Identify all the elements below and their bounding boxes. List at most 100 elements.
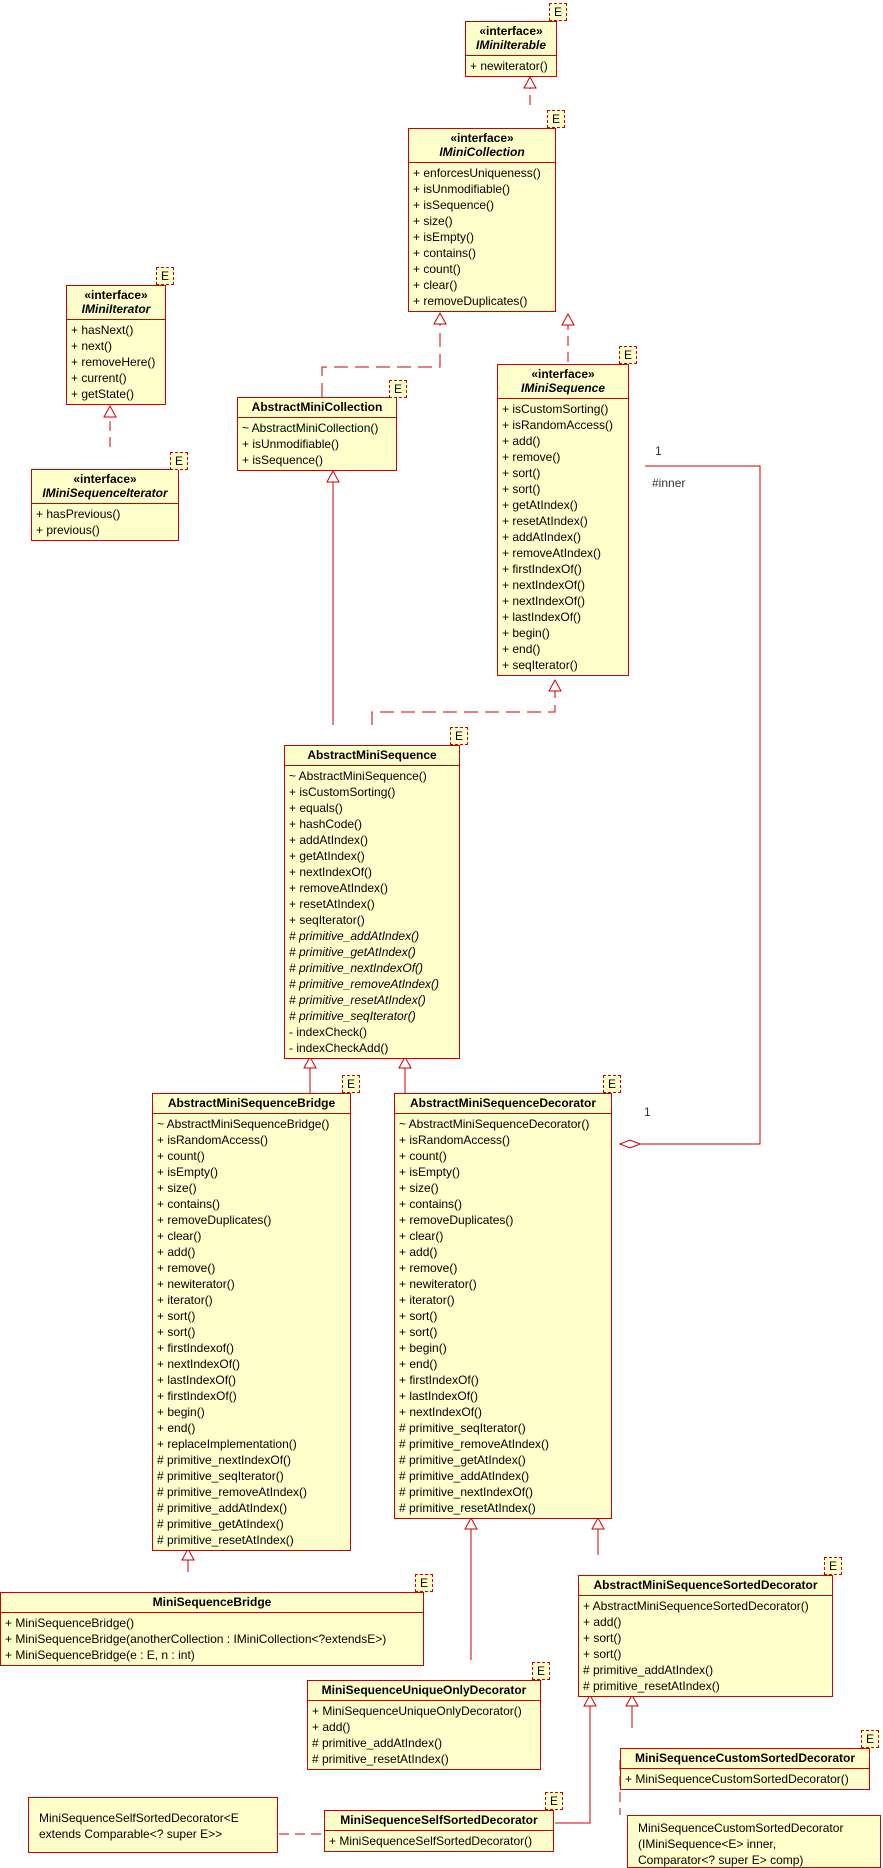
operation: + end() (399, 1357, 438, 1371)
class-name: IMiniIterable (475, 38, 546, 52)
operation: + getAtIndex() (502, 498, 578, 512)
operation: + lastIndexOf() (399, 1389, 479, 1403)
generic-badge: E (824, 1557, 842, 1575)
class-name: IMiniCollection (439, 145, 525, 159)
class-box[interactable]: MiniSequenceUniqueOnlyDecorator + MiniSe… (307, 1680, 541, 1770)
association-multiplicity-top: 1 (655, 444, 662, 458)
operation: + removeAtIndex() (289, 881, 389, 895)
operation: + replaceImplementation() (157, 1437, 297, 1451)
class-name: AbstractMiniCollection (251, 400, 383, 414)
operation: + firstIndexof() (157, 1341, 235, 1355)
operations: ~ AbstractMiniSequence()+ isCustomSortin… (285, 766, 459, 1058)
operation: + MiniSequenceBridge(e : E, n : int) (5, 1648, 195, 1662)
operations: + MiniSequenceUniqueOnlyDecorator()+ add… (308, 1701, 540, 1769)
stereotype: «interface» (479, 24, 543, 38)
operation: # primitive_nextIndexOf() (289, 961, 424, 975)
operation: # primitive_removeAtIndex() (157, 1485, 308, 1499)
class-box[interactable]: «interface»IMiniIterator + hasNext()+ ne… (66, 285, 166, 405)
operation: + removeDuplicates() (413, 294, 528, 308)
operation: + begin() (157, 1405, 205, 1419)
operation: + count() (399, 1149, 447, 1163)
class-box[interactable]: «interface»IMiniCollection + enforcesUni… (408, 128, 556, 312)
operation: + end() (502, 642, 541, 656)
operation: + sort() (157, 1309, 196, 1323)
operation: + add() (157, 1245, 196, 1259)
generic-badge: E (603, 1075, 621, 1093)
class-box[interactable]: MiniSequenceSelfSortedDecorator + MiniSe… (324, 1810, 554, 1852)
operation: + getAtIndex() (289, 849, 365, 863)
association-role-label: #inner (652, 476, 686, 490)
operation: + hashCode() (289, 817, 363, 831)
class-box[interactable]: AbstractMiniSequence ~ AbstractMiniSeque… (284, 745, 460, 1059)
operations: + MiniSequenceSelfSortedDecorator() (325, 1831, 553, 1851)
operation: + newiterator() (470, 59, 548, 73)
operation: + isSequence() (242, 453, 324, 467)
operations: + AbstractMiniSequenceSortedDecorator()+… (579, 1596, 832, 1696)
operation: + AbstractMiniSequenceSortedDecorator() (583, 1599, 809, 1613)
generic-badge: E (389, 380, 407, 398)
operation: + lastIndexOf() (502, 610, 582, 624)
class-box[interactable]: AbstractMiniSequenceDecorator ~ Abstract… (394, 1093, 612, 1519)
operation: + iterator() (157, 1293, 213, 1307)
operation: + iterator() (399, 1293, 455, 1307)
operation: # primitive_resetAtIndex() (399, 1501, 536, 1515)
generic-badge: E (545, 1792, 563, 1810)
operation: + isRandomAccess() (399, 1133, 511, 1147)
operation: + current() (71, 371, 127, 385)
operation: - indexCheck() (289, 1025, 368, 1039)
operation: + hasPrevious() (36, 507, 121, 521)
operation: + sort() (399, 1325, 438, 1339)
operation: # primitive_removeAtIndex() (399, 1437, 550, 1451)
operation: # primitive_addAtIndex() (399, 1469, 530, 1483)
operation: + count() (157, 1149, 205, 1163)
operation: + isEmpty() (413, 230, 475, 244)
operation: + previous() (36, 523, 100, 537)
operation: + contains() (157, 1197, 221, 1211)
operation: # primitive_resetAtIndex() (289, 993, 426, 1007)
operation: + remove() (157, 1261, 216, 1275)
class-name: AbstractMiniSequenceDecorator (409, 1096, 597, 1110)
operation: + seqIterator() (502, 658, 578, 672)
class-box[interactable]: AbstractMiniCollection ~ AbstractMiniCol… (237, 397, 397, 471)
operation: + equals() (289, 801, 343, 815)
operation: + clear() (157, 1229, 202, 1243)
operations: + MiniSequenceBridge() + MiniSequenceBrid… (1, 1613, 423, 1665)
operation: + remove() (399, 1261, 458, 1275)
operation: + enforcesUniqueness() (413, 166, 541, 180)
stereotype: «interface» (450, 131, 514, 145)
operation: + firstIndexOf() (157, 1389, 237, 1403)
class-box[interactable]: MiniSequenceCustomSortedDecorator + Mini… (620, 1748, 870, 1790)
operation: + isUnmodifiable() (242, 437, 340, 451)
class-box[interactable]: «interface»IMiniIterable + newiterator() (465, 21, 557, 77)
operation: + MiniSequenceBridge() (5, 1616, 135, 1630)
class-box[interactable]: AbstractMiniSequenceBridge ~ AbstractMin… (152, 1093, 351, 1551)
class-name: AbstractMiniSequenceSortedDecorator (593, 1578, 818, 1592)
operation: + nextIndexOf() (502, 594, 586, 608)
operation: # primitive_addAtIndex() (583, 1663, 714, 1677)
class-box[interactable]: AbstractMiniSequenceSortedDecorator + Ab… (578, 1575, 833, 1697)
operation: # primitive_seqIterator() (157, 1469, 284, 1483)
operation: + sort() (502, 482, 541, 496)
operation: # primitive_getAtIndex() (289, 945, 416, 959)
operation: # primitive_resetAtIndex() (312, 1752, 449, 1766)
class-box[interactable]: «interface»IMiniSequence + isCustomSorti… (497, 364, 629, 676)
operation: # primitive_resetAtIndex() (583, 1679, 720, 1693)
note-self-sorted: MiniSequenceSelfSortedDecorator<E extend… (28, 1797, 278, 1853)
operation: ~ AbstractMiniSequenceBridge() (157, 1117, 330, 1131)
operation: + isEmpty() (157, 1165, 219, 1179)
operation: - indexCheckAdd() (289, 1041, 389, 1055)
operation: + firstIndexOf() (399, 1373, 479, 1387)
class-box[interactable]: MiniSequenceBridge + MiniSequenceBridge(… (0, 1592, 424, 1666)
class-name: MiniSequenceUniqueOnlyDecorator (321, 1683, 527, 1697)
class-box[interactable]: «interface»IMiniSequenceIterator + hasPr… (31, 469, 179, 541)
operation: + size() (413, 214, 453, 228)
generic-badge: E (450, 727, 468, 745)
stereotype: «interface» (73, 472, 137, 486)
operations: ~ AbstractMiniCollection()+ isUnmodifiab… (238, 418, 396, 470)
operation: # primitive_nextIndexOf() (157, 1453, 292, 1467)
generic-badge: E (342, 1075, 360, 1093)
generic-badge: E (532, 1662, 550, 1680)
operation: + contains() (413, 246, 477, 260)
operation: # primitive_addAtIndex() (289, 929, 420, 943)
